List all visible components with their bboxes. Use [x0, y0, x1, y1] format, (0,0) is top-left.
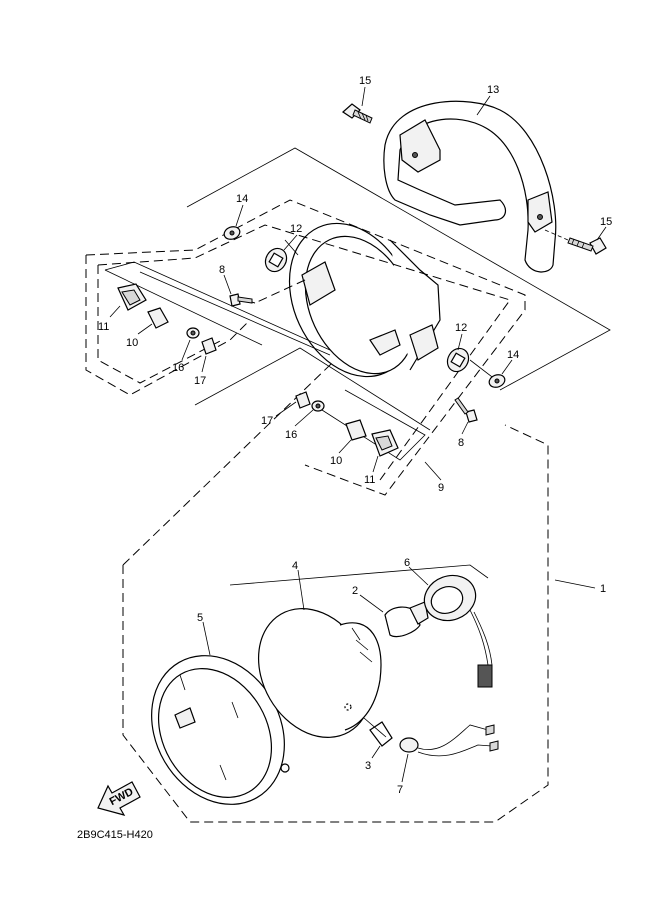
- bulb-2: [384, 601, 429, 638]
- callout-14-left: 14: [236, 193, 248, 205]
- diagram-code: 2B9C415-H420: [77, 829, 153, 841]
- callout-16-left: 16: [172, 362, 184, 374]
- washer-14-left: [223, 226, 241, 240]
- callout-10-right: 10: [330, 455, 342, 467]
- callout-3: 3: [365, 760, 371, 772]
- bolt-15-lower: [544, 229, 607, 255]
- callout-8-left: 8: [219, 264, 225, 276]
- grommet-12-right: [446, 347, 470, 373]
- socket-7: [399, 724, 499, 757]
- bolt-8-left: [229, 293, 253, 307]
- callout-labels: 1 2 3 4 5 6 7 8 8 9 10 10 11 11 12 12 13…: [98, 75, 612, 796]
- callout-6: 6: [404, 557, 410, 569]
- hardware-right: [295, 391, 399, 457]
- callout-17-right: 17: [261, 415, 273, 427]
- headlight-unit-4: [257, 608, 382, 738]
- fwd-arrow-icon: FWD: [97, 781, 141, 816]
- callout-15-lower: 15: [600, 216, 612, 228]
- hardware-left: [117, 283, 217, 355]
- callout-16-right: 16: [285, 429, 297, 441]
- callout-4: 4: [292, 560, 298, 572]
- headlight-housing: [288, 222, 441, 378]
- callout-7: 7: [397, 784, 403, 796]
- callout-1: 1: [600, 583, 606, 595]
- bolt-8-right: [454, 397, 478, 423]
- socket-6: [423, 574, 493, 688]
- mounting-plane: [186, 147, 611, 431]
- callout-14-right: 14: [507, 349, 519, 361]
- bolt-15-upper: [342, 103, 373, 124]
- callout-15-upper: 15: [359, 75, 371, 87]
- lower-reference-lines: [229, 564, 489, 738]
- leader-lines: [109, 86, 607, 783]
- callout-13: 13: [487, 84, 499, 96]
- callout-17-left: 17: [194, 375, 206, 387]
- callout-9: 9: [438, 482, 444, 494]
- callout-2: 2: [352, 585, 358, 597]
- grommet-12-left: [264, 247, 288, 273]
- callout-5: 5: [197, 612, 203, 624]
- callout-12-right: 12: [455, 322, 467, 334]
- callout-10-left: 10: [126, 337, 138, 349]
- callout-12-left: 12: [290, 223, 302, 235]
- callout-11-left: 11: [98, 321, 109, 333]
- callout-8-right: 8: [458, 437, 464, 449]
- washer-14-right: [488, 374, 506, 388]
- headlight-stay-13: [383, 100, 557, 273]
- headlight-rim-5: [151, 655, 290, 805]
- callout-11-right: 11: [364, 474, 375, 486]
